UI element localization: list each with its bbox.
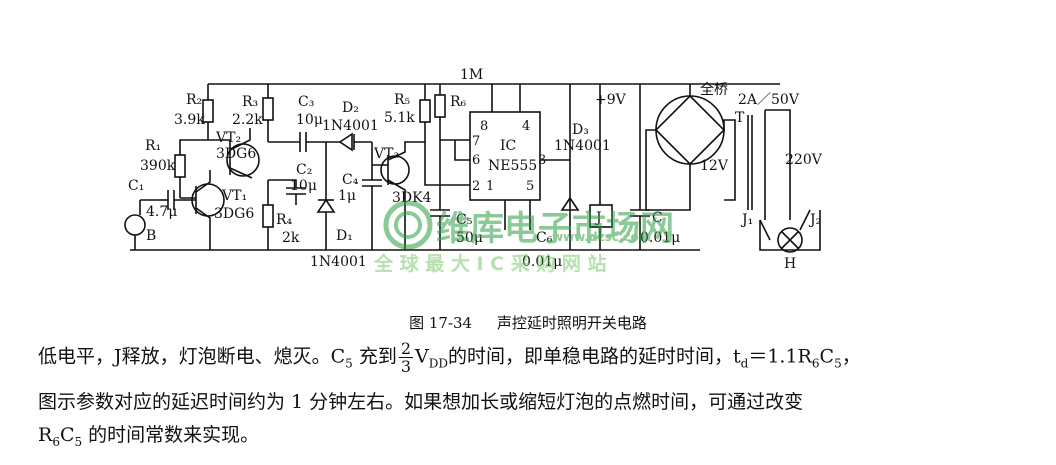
- watermark-slogan: 全 球 最 大 I C 采 购 网 站: [373, 252, 607, 275]
- wiring: [124, 83, 821, 253]
- watermark-brand: 维库电子市场网: [436, 209, 674, 249]
- label-j2: J₂: [808, 212, 821, 228]
- label-d1-type: 1N4001: [310, 254, 367, 270]
- label-r2: R₂: [186, 92, 202, 108]
- label-pin6: 6: [472, 153, 480, 168]
- subscript: d: [740, 356, 749, 371]
- label-bridge: 全桥: [700, 81, 728, 98]
- label-d2: D₂: [342, 100, 359, 116]
- label-r2-val: 3.9k: [174, 112, 205, 128]
- label-c6-val: 0.01μ: [522, 254, 562, 270]
- label-c4-val: 1μ: [338, 188, 356, 204]
- text-segment: V: [415, 345, 429, 368]
- label-r3: R₃: [242, 94, 258, 110]
- label-vt3: VT₃: [373, 146, 399, 162]
- text-segment: 充到: [352, 345, 397, 368]
- text-segment: R: [38, 424, 53, 446]
- label-supply: +9V: [595, 92, 627, 108]
- label-r1-val: 390k: [140, 158, 176, 174]
- label-ic-type: NE555: [488, 158, 537, 174]
- label-vt1: VT₁: [221, 188, 247, 204]
- label-c7-val: 0.01μ: [640, 230, 680, 246]
- label-c5-val: 50μ: [456, 230, 483, 246]
- text-segment: 的时间，即单稳电路的延时时间，t: [448, 345, 741, 368]
- text-segment: ＝1.1R: [748, 345, 812, 368]
- watermark-logo-icon: [383, 200, 433, 250]
- subscript: 5: [74, 434, 83, 449]
- label-pin5: 5: [526, 179, 534, 194]
- label-ic: IC: [500, 138, 516, 154]
- paragraph-line-2: 图示参数对应的延迟时间约为 1 分钟左右。如果想加长或缩短灯泡的点燃时间，可通过…: [38, 391, 804, 413]
- text-segment: C: [819, 345, 835, 368]
- label-r5: R₅: [394, 92, 411, 108]
- label-c3-val: 10μ: [296, 112, 323, 128]
- text-segment: 低电平，J释放，灯泡断电、熄灭。C: [38, 345, 346, 368]
- label-pin7: 7: [472, 134, 480, 149]
- subscript: DD: [428, 356, 449, 371]
- label-secondary-volt: 12V: [700, 158, 729, 174]
- label-c6: C₆: [536, 230, 553, 246]
- label-c2-val: 10μ: [290, 178, 317, 194]
- label-c1: C₁: [128, 178, 144, 194]
- label-c5: C₅: [456, 212, 473, 228]
- label-r6: R₆: [450, 94, 467, 110]
- label-r1: R₁: [145, 138, 161, 154]
- paragraph-line-3: R6C5 的时间常数来实现。: [38, 419, 1038, 459]
- label-relay: J: [594, 210, 602, 226]
- figure-caption: 图 17-34 声控延时照明开关电路: [0, 312, 1056, 333]
- label-c1-val: 4.7μ: [146, 204, 177, 220]
- label-mains: 220V: [785, 152, 823, 168]
- subscript: 5: [834, 356, 842, 371]
- label-lamp: H: [784, 256, 796, 272]
- label-pin4: 4: [522, 119, 530, 134]
- subscript: 5: [345, 356, 353, 371]
- label-pin1: 1: [486, 179, 494, 194]
- fraction-numerator: 2: [398, 339, 414, 358]
- label-1m: 1M: [460, 67, 483, 83]
- watermark: 维库电子市场网 www.dzsc.com 全 球 最 大 I C 采 购 网 站: [373, 200, 674, 275]
- circuit-schematic: 1M +9V 全桥 2A／50V T 12V 220V R₂ 3.9k R₃ 2…: [124, 67, 823, 275]
- label-c3: C₃: [298, 94, 314, 110]
- label-vt2: VT₂: [215, 130, 241, 146]
- label-transformer-rating: 2A／50V: [738, 92, 800, 108]
- text-segment: ，: [841, 345, 861, 368]
- label-j1: J₁: [740, 212, 753, 228]
- label-c4: C₄: [342, 172, 359, 188]
- label-r3-val: 2.2k: [232, 112, 263, 128]
- label-r5-val: 5.1k: [384, 110, 415, 126]
- subscript: 6: [52, 434, 60, 449]
- label-c2: C₂: [296, 162, 312, 178]
- label-d3-type: 1N4001: [554, 138, 611, 154]
- label-vt2-type: 3DG6: [216, 146, 256, 162]
- label-r4-val: 2k: [282, 230, 300, 246]
- label-transformer: T: [735, 110, 745, 126]
- label-r4: R₄: [276, 212, 293, 228]
- label-mic: B: [146, 228, 156, 244]
- label-pin8: 8: [480, 119, 488, 134]
- figure-title: 声控延时照明开关电路: [496, 314, 647, 332]
- label-d2-type: 1N4001: [322, 118, 379, 134]
- label-pin3: 3: [538, 153, 546, 168]
- subscript: 6: [811, 356, 820, 371]
- label-d3: D₃: [572, 122, 589, 138]
- label-c7: C: [652, 210, 663, 226]
- figure-number: 图 17-34: [409, 314, 473, 332]
- component-labels: 1M +9V 全桥 2A／50V T 12V 220V R₂ 3.9k R₃ 2…: [128, 67, 823, 272]
- label-vt1-type: 3DG6: [214, 206, 254, 222]
- text-segment: 的时间常数来实现。: [82, 424, 260, 446]
- label-d1: D₁: [336, 228, 353, 244]
- label-pin2: 2: [472, 179, 480, 194]
- watermark-url: www.dzsc.com: [552, 230, 651, 244]
- text-segment: C: [59, 424, 75, 446]
- fraction-denominator: 3: [400, 357, 412, 376]
